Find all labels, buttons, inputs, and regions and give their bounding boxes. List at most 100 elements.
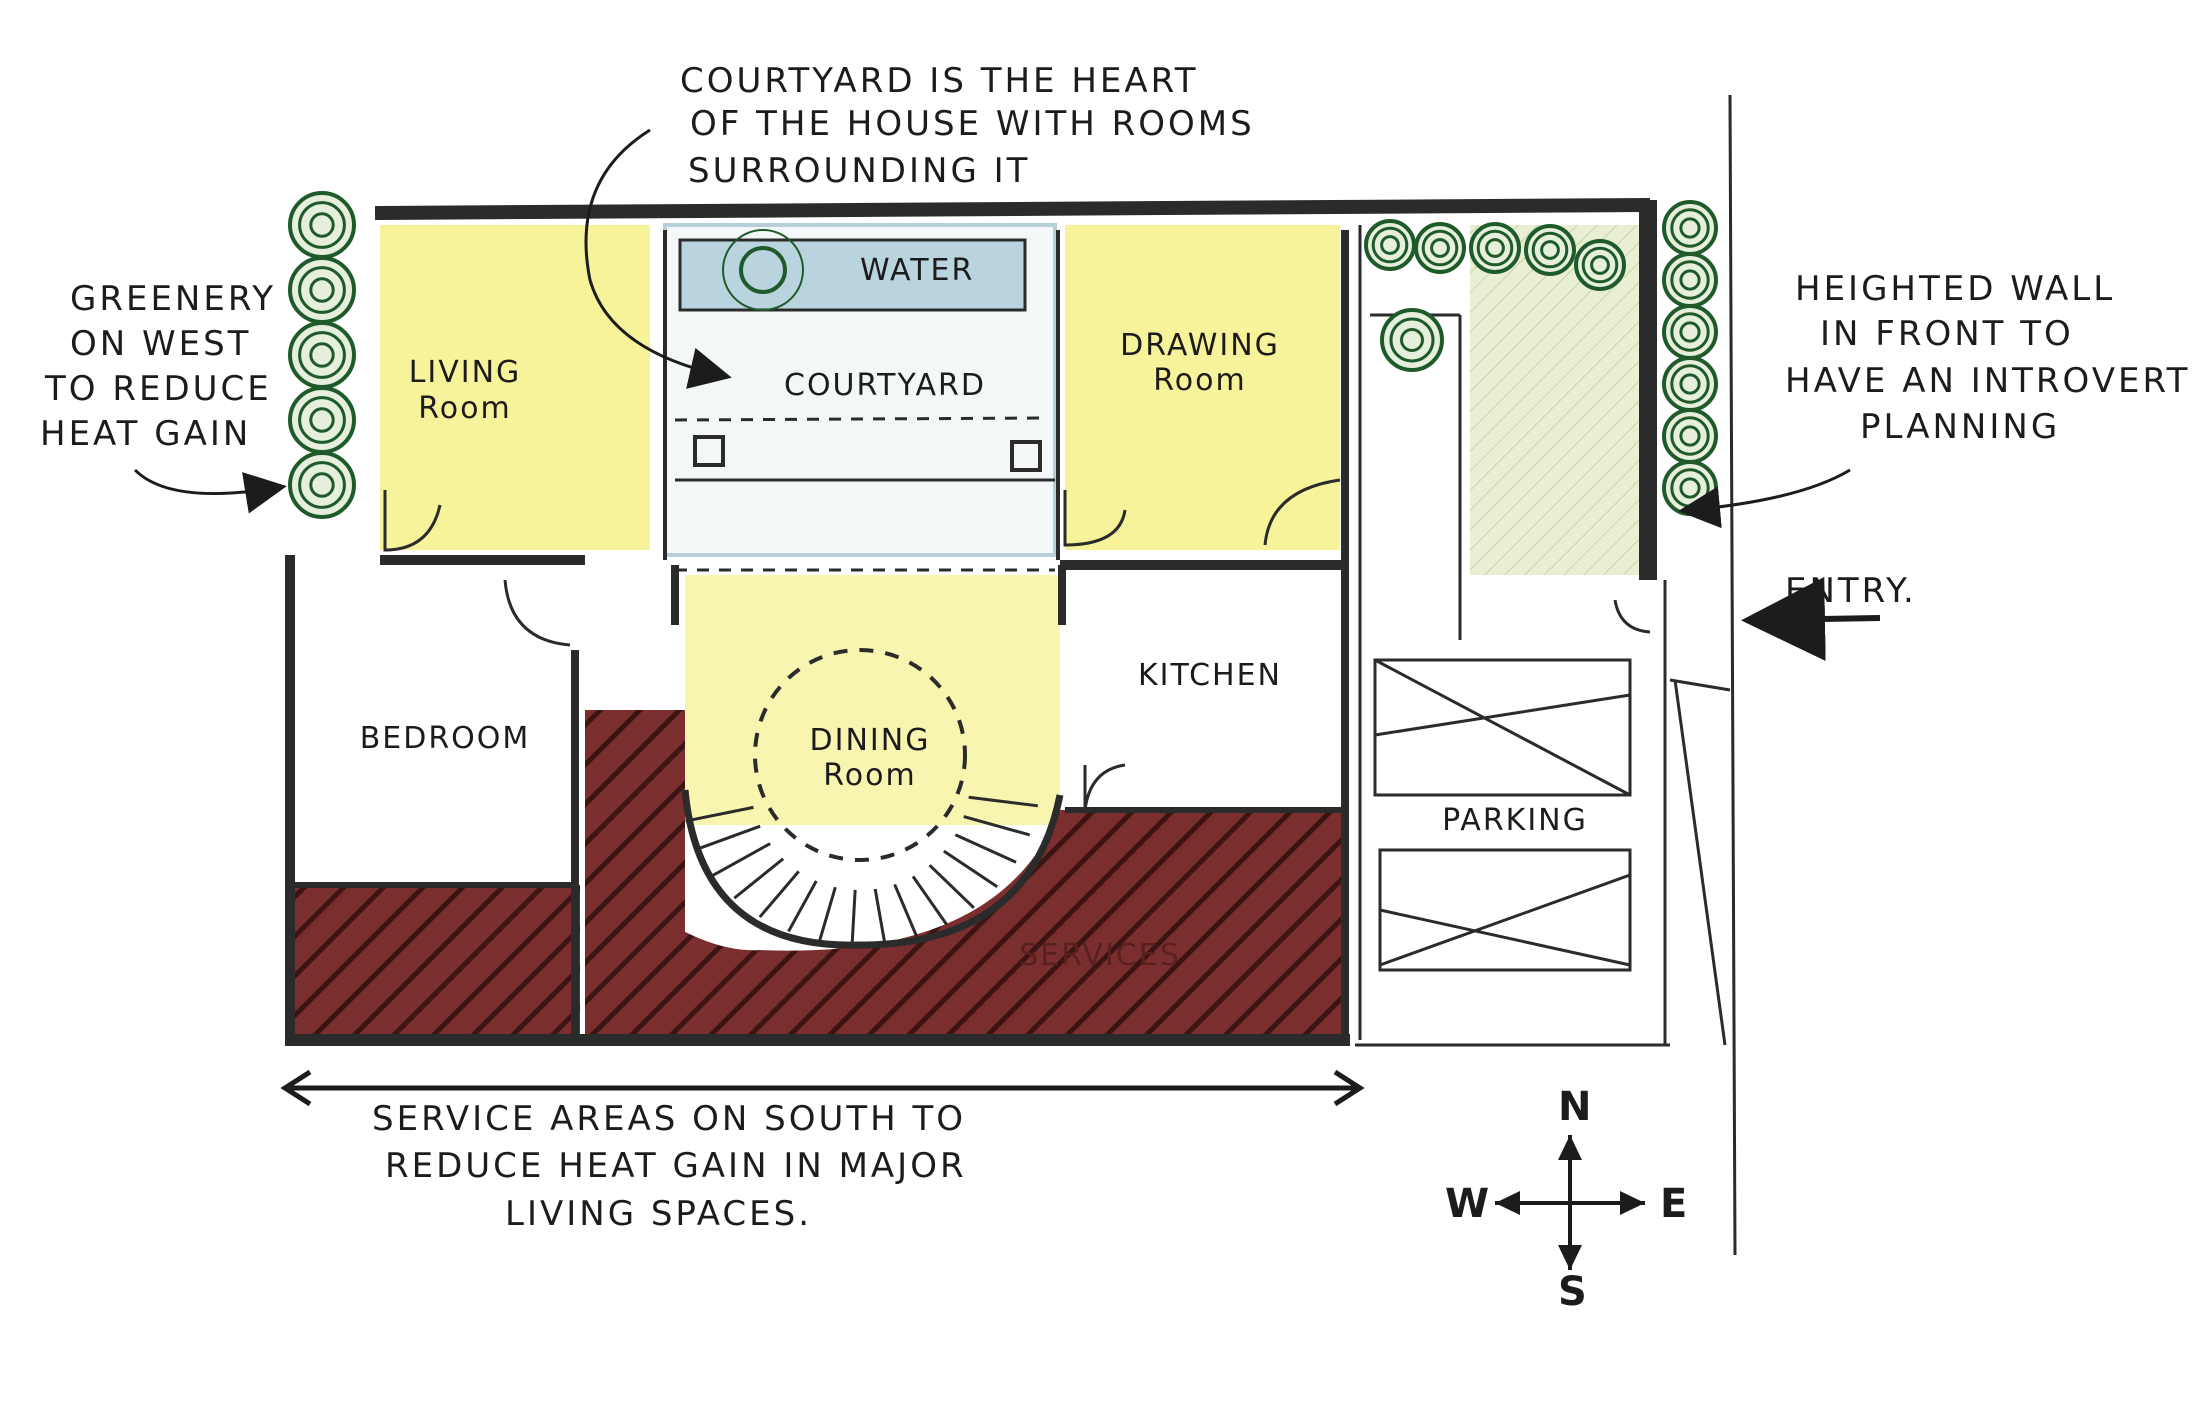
tree-icon bbox=[298, 461, 346, 509]
northeast-greenery bbox=[1364, 219, 1626, 372]
wall-note-line-2: IN FRONT TO bbox=[1820, 314, 2074, 354]
living-room-label-2: Room bbox=[418, 391, 511, 426]
tree-icon bbox=[1371, 226, 1409, 264]
living-room-label: LIVING bbox=[409, 355, 522, 390]
tree-icon bbox=[1670, 364, 1710, 404]
dining-room-label-2: Room bbox=[823, 758, 916, 793]
stair-tread bbox=[696, 824, 761, 851]
tree-icon bbox=[309, 342, 335, 368]
tree-icon bbox=[1421, 229, 1459, 267]
parking-x bbox=[1374, 693, 1631, 737]
tree-icon bbox=[1581, 246, 1619, 284]
courtyard-arrow bbox=[584, 128, 732, 389]
courtyard-note-line-1: COURTYARD IS THE HEART bbox=[680, 61, 1199, 101]
stair-tread bbox=[712, 842, 771, 877]
tree-icon bbox=[1670, 208, 1710, 248]
tree-icon bbox=[309, 212, 335, 238]
service-note-line-1: SERVICE AREAS ON SOUTH TO bbox=[372, 1099, 966, 1139]
parking-x bbox=[1379, 873, 1631, 967]
wall-arrow bbox=[1678, 468, 1851, 529]
services-label: SERVICES bbox=[1019, 938, 1181, 973]
tree-icon bbox=[298, 266, 346, 314]
annotation-service: SERVICE AREAS ON SOUTH TO REDUCE HEAT GA… bbox=[280, 1069, 1365, 1234]
entry-label: ENTRY. bbox=[1785, 571, 1917, 611]
tree-icon bbox=[1531, 231, 1569, 269]
dining-room-fill bbox=[685, 575, 1060, 825]
annotation-entry: ENTRY. bbox=[1741, 571, 1917, 661]
compass-w: W bbox=[1445, 1181, 1489, 1227]
stair-tread bbox=[943, 849, 999, 889]
stair-tread bbox=[758, 870, 800, 919]
column bbox=[693, 435, 725, 467]
door-swing bbox=[1613, 599, 1651, 634]
tree-icon bbox=[1679, 269, 1701, 291]
tree-icon bbox=[309, 277, 335, 303]
door-swing bbox=[383, 490, 442, 552]
greenery-note-line-3: TO REDUCE bbox=[44, 369, 272, 409]
tree-icon bbox=[1430, 238, 1450, 258]
tree-icon bbox=[298, 331, 346, 379]
stair-tread bbox=[911, 875, 948, 926]
living-room-fill bbox=[380, 225, 650, 550]
courtyard-note-line-3: SURROUNDING IT bbox=[688, 151, 1030, 191]
courtyard-tree-icon bbox=[739, 246, 787, 294]
stair-tread bbox=[787, 880, 818, 933]
compass-n: N bbox=[1558, 1084, 1591, 1130]
tree-icon bbox=[1670, 312, 1710, 352]
stair-tread bbox=[733, 857, 785, 900]
dining-room-label: DINING bbox=[810, 723, 931, 758]
greenery-note-line-2: ON WEST bbox=[70, 324, 251, 364]
annotation-greenery: GREENERY ON WEST TO REDUCE HEAT GAIN bbox=[40, 279, 287, 514]
parking bbox=[1373, 658, 1731, 1046]
compass-e: E bbox=[1660, 1181, 1687, 1227]
stair-tread bbox=[893, 883, 919, 938]
tree-icon bbox=[298, 396, 346, 444]
service-zone-west bbox=[290, 885, 580, 1040]
service-zones bbox=[290, 710, 1345, 1040]
courtyard-tree-canopy bbox=[722, 229, 804, 311]
service-note-line-3: LIVING SPACES. bbox=[505, 1194, 812, 1234]
column bbox=[1010, 440, 1042, 472]
site-boundary bbox=[1728, 94, 1737, 1256]
courtyard-label: COURTYARD bbox=[784, 368, 986, 403]
service-note-line-2: REDUCE HEAT GAIN IN MAJOR bbox=[385, 1146, 967, 1186]
tree-icon bbox=[1679, 321, 1701, 343]
entry-arrow bbox=[1741, 576, 1881, 661]
tree-icon bbox=[1380, 235, 1400, 255]
east-greenery bbox=[1662, 200, 1718, 516]
parking-x bbox=[1379, 908, 1631, 967]
tree-icon bbox=[1679, 373, 1701, 395]
lawn-fill bbox=[1470, 225, 1650, 575]
service-arrow-right bbox=[1333, 1069, 1365, 1107]
doors bbox=[383, 478, 1651, 811]
drawing-room-label: DRAWING bbox=[1120, 328, 1280, 363]
gate-line bbox=[1669, 678, 1731, 692]
parking-bay-1 bbox=[1373, 658, 1632, 797]
drawing-room-label-2: Room bbox=[1153, 363, 1246, 398]
east-arrow-icon bbox=[1620, 1191, 1645, 1215]
door-swing bbox=[1063, 490, 1127, 547]
wall-note-line-3: HAVE AN INTROVERT bbox=[1785, 361, 2190, 401]
west-arrow-icon bbox=[1495, 1191, 1520, 1215]
stair-tread bbox=[818, 886, 837, 942]
stair-outer-arc bbox=[681, 789, 1064, 949]
room-labels: LIVING Room COURTYARD DRAWING Room BEDRO… bbox=[360, 328, 1588, 973]
stair-tread bbox=[850, 889, 857, 945]
west-greenery bbox=[288, 191, 356, 519]
bedroom-label: BEDROOM bbox=[360, 721, 531, 756]
tree-icon bbox=[1670, 416, 1710, 456]
walls bbox=[285, 94, 1737, 1256]
tree-icon bbox=[1679, 425, 1701, 447]
stair-tread bbox=[928, 864, 975, 909]
parking-label: PARKING bbox=[1442, 803, 1588, 838]
compass-s: S bbox=[1558, 1269, 1587, 1315]
tree-icon bbox=[1389, 317, 1435, 363]
tree-icon bbox=[309, 472, 335, 498]
stair-tread bbox=[873, 888, 887, 944]
water-body: WATER bbox=[678, 238, 1027, 312]
tree-icon bbox=[298, 201, 346, 249]
tree-icon bbox=[1590, 255, 1610, 275]
kitchen-label: KITCHEN bbox=[1138, 658, 1282, 693]
courtyard-details bbox=[674, 229, 1055, 572]
